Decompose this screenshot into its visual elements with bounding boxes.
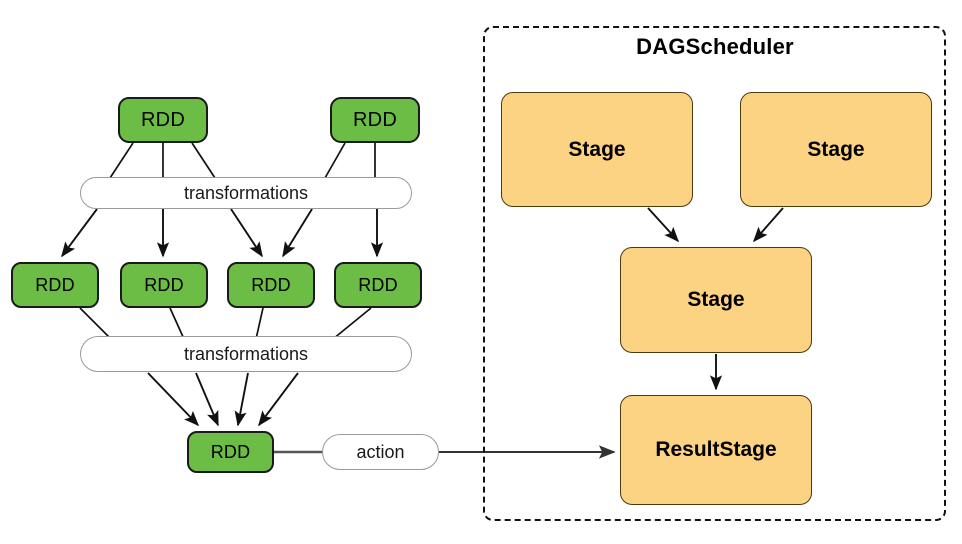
edges-top-rdd-to-transformations: [109, 142, 376, 179]
rdd-label: RDD: [144, 274, 184, 295]
rdd-label: RDD: [141, 108, 185, 131]
transformations-label: transformations: [183, 343, 309, 364]
rdd-node-top-1[interactable]: RDD: [118, 97, 208, 143]
transformations-label: transformations: [183, 182, 309, 203]
result-stage-label: ResultStage: [655, 438, 777, 461]
result-stage-box[interactable]: ResultStage: [620, 395, 812, 505]
stage-box-1[interactable]: Stage: [501, 92, 693, 207]
stage-label: Stage: [807, 137, 865, 161]
stage-label: Stage: [568, 137, 626, 161]
transformations-oval-1[interactable]: transformations: [80, 177, 412, 209]
rdd-node-middle-2[interactable]: RDD: [120, 262, 208, 308]
dag-scheduler-title: DAGScheduler: [636, 34, 794, 59]
rdd-label: RDD: [35, 274, 75, 295]
rdd-node-bottom[interactable]: RDD: [187, 431, 274, 473]
rdd-node-middle-4[interactable]: RDD: [334, 262, 422, 308]
transformations-oval-2[interactable]: transformations: [80, 336, 412, 372]
rdd-label: RDD: [251, 274, 291, 295]
stage-box-2[interactable]: Stage: [740, 92, 932, 207]
rdd-label: RDD: [210, 441, 251, 462]
stage-label: Stage: [687, 288, 745, 311]
edges-middle-rdds-to-transformations2: [79, 307, 372, 340]
stage-box-3[interactable]: Stage: [620, 247, 812, 353]
edges-transformations-to-middle-rdds: [61, 208, 384, 258]
edges-transformations2-to-bottom-rdd: [147, 372, 299, 427]
action-oval[interactable]: action: [322, 434, 439, 470]
dag-scheduler-container: [483, 26, 946, 521]
rdd-node-middle-3[interactable]: RDD: [227, 262, 315, 308]
action-label: action: [356, 441, 405, 462]
rdd-node-top-2[interactable]: RDD: [330, 97, 420, 143]
rdd-node-middle-1[interactable]: RDD: [11, 262, 99, 308]
rdd-label: RDD: [358, 274, 398, 295]
rdd-label: RDD: [353, 108, 397, 131]
